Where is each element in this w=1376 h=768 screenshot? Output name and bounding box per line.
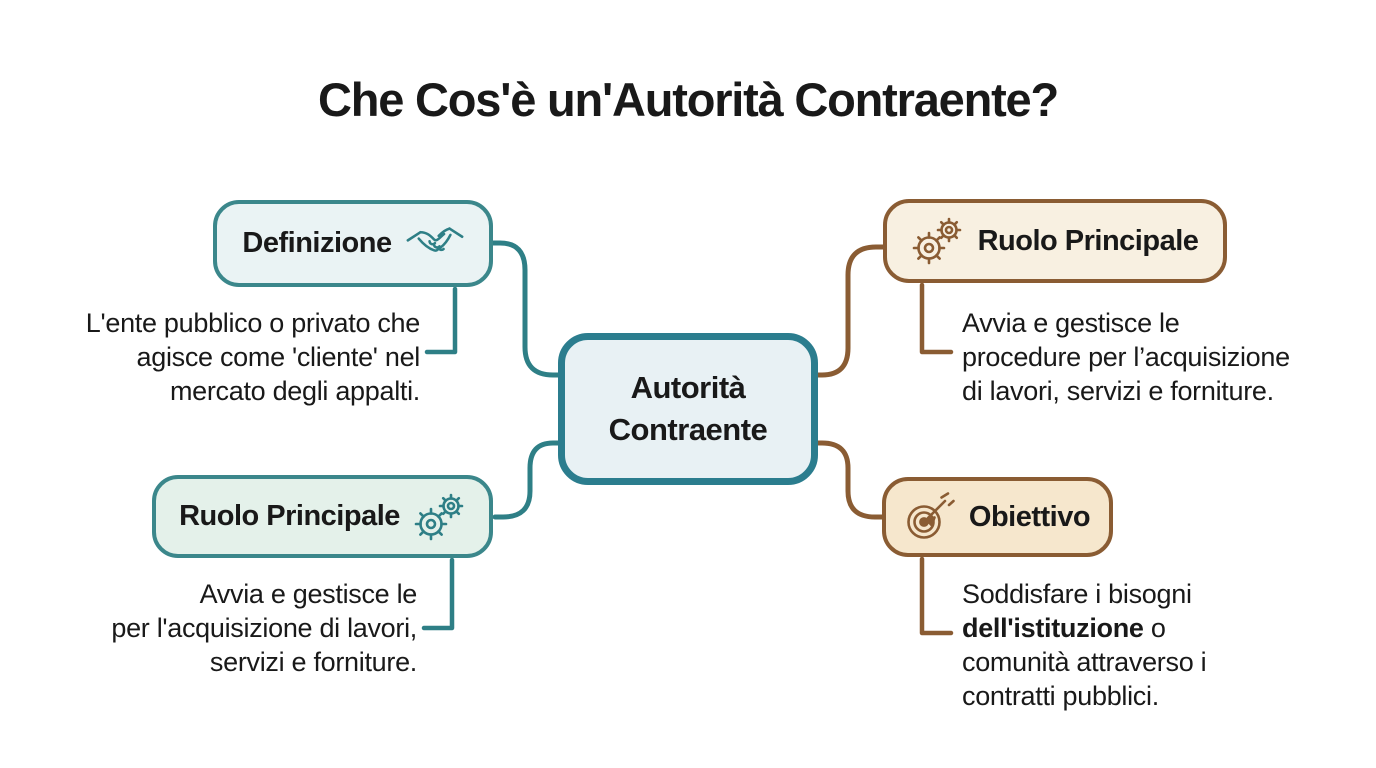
connector-ruolo-left-to-text bbox=[421, 557, 455, 631]
obiettivo-desc-bold: dell'istituzione bbox=[962, 613, 1144, 643]
node-ruolo-right-label: Ruolo Principale bbox=[977, 224, 1199, 257]
ruolo-left-description: Avvia e gestisce le per l'acquisizione d… bbox=[111, 579, 417, 677]
obiettivo-description: Soddisfare i bisogni dell'istituzione o … bbox=[962, 577, 1272, 713]
ruolo-right-description: Avvia e gestisce le procedure per l’acqu… bbox=[962, 308, 1290, 406]
connector-center-to-ruolo-right bbox=[813, 244, 886, 378]
center-node-autorita-contraente: Autorità Contraente bbox=[558, 333, 818, 485]
node-ruolo-principale-right: Ruolo Principale bbox=[883, 199, 1227, 283]
node-ruolo-left-label: Ruolo Principale bbox=[179, 500, 400, 532]
target-icon bbox=[907, 492, 955, 539]
center-node-label: Autorità Contraente bbox=[608, 370, 768, 447]
obiettivo-desc-end: o comunità attraverso i contratti pubbli… bbox=[962, 613, 1207, 711]
handshake-icon bbox=[406, 226, 464, 252]
connector-center-to-obiettivo bbox=[813, 440, 885, 520]
node-ruolo-principale-left: Ruolo Principale bbox=[152, 475, 493, 558]
gears-icon bbox=[414, 493, 464, 540]
gears-icon bbox=[912, 217, 961, 265]
node-definizione: Definizione bbox=[213, 200, 493, 287]
connector-obiettivo-to-text bbox=[919, 556, 954, 636]
definizione-description: L'ente pubblico o privato che agisce com… bbox=[85, 308, 421, 406]
connector-ruolo-right-to-text bbox=[919, 282, 954, 355]
obiettivo-desc-start: Soddisfare i bisogni bbox=[962, 579, 1192, 609]
node-definizione-label: Definizione bbox=[242, 227, 392, 259]
page-title: Che Cos'è un'Autorità Contraente? bbox=[317, 73, 1059, 126]
connector-definizione-to-center bbox=[490, 240, 563, 378]
node-obiettivo-label: Obiettivo bbox=[968, 500, 1091, 533]
node-obiettivo: Obiettivo bbox=[882, 477, 1113, 557]
connector-center-to-ruolo-left bbox=[492, 440, 563, 520]
connector-definizione-to-text bbox=[424, 286, 458, 355]
